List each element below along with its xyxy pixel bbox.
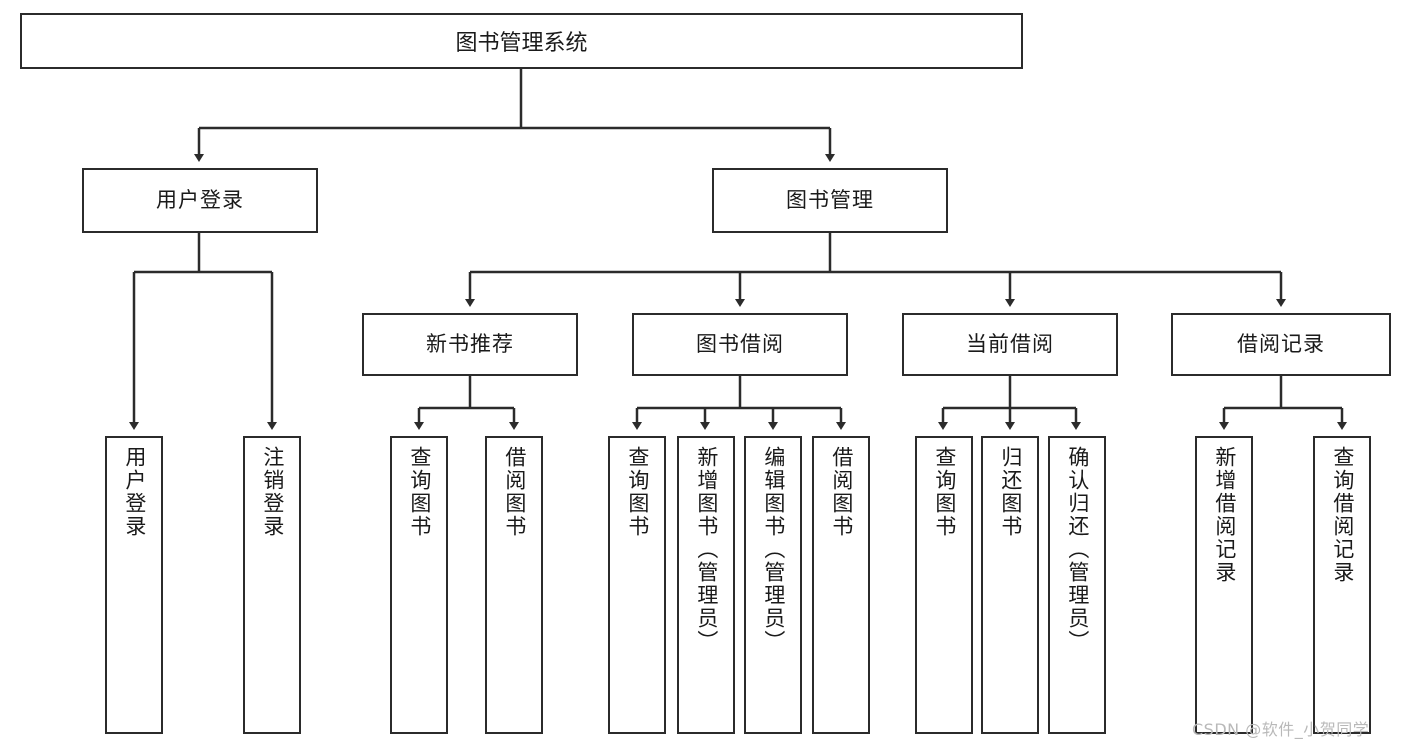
node-leaf-query-book-1[interactable]: 查询图书 xyxy=(390,436,448,734)
node-label: 用户登录 xyxy=(156,187,244,212)
node-label: 新增借阅记录 xyxy=(1212,446,1237,584)
node-label: 查询图书 xyxy=(625,446,650,538)
node-leaf-edit-book[interactable]: 编辑图书（管理员） xyxy=(744,436,802,734)
node-leaf-return-book[interactable]: 归还图书 xyxy=(981,436,1039,734)
node-book-management-system[interactable]: 图书管理系统 xyxy=(20,13,1023,69)
node-leaf-confirm-return[interactable]: 确认归还（管理员） xyxy=(1048,436,1106,734)
node-label: 图书管理系统 xyxy=(455,31,588,56)
node-leaf-user-login[interactable]: 用户登录 xyxy=(105,436,163,734)
node-label: 查询图书 xyxy=(932,446,957,538)
node-label: 新增图书（管理员） xyxy=(694,446,719,653)
node-leaf-query-book-3[interactable]: 查询图书 xyxy=(915,436,973,734)
node-leaf-borrow-book-1[interactable]: 借阅图书 xyxy=(485,436,543,734)
node-leaf-add-book[interactable]: 新增图书（管理员） xyxy=(677,436,735,734)
node-label: 确认归还（管理员） xyxy=(1065,446,1090,653)
node-leaf-add-record[interactable]: 新增借阅记录 xyxy=(1195,436,1253,734)
node-leaf-query-book-2[interactable]: 查询图书 xyxy=(608,436,666,734)
node-label: 图书借阅 xyxy=(696,331,784,356)
node-label: 编辑图书（管理员） xyxy=(761,446,786,653)
node-label: 当前借阅 xyxy=(966,331,1054,356)
node-leaf-query-record[interactable]: 查询借阅记录 xyxy=(1313,436,1371,734)
node-book-borrow[interactable]: 图书借阅 xyxy=(632,313,848,376)
node-label: 查询借阅记录 xyxy=(1330,446,1355,584)
node-borrow-record[interactable]: 借阅记录 xyxy=(1171,313,1391,376)
node-user-login[interactable]: 用户登录 xyxy=(82,168,318,233)
node-leaf-borrow-book-2[interactable]: 借阅图书 xyxy=(812,436,870,734)
node-label: 查询图书 xyxy=(407,446,432,538)
node-book-manage[interactable]: 图书管理 xyxy=(712,168,948,233)
node-label: 注销登录 xyxy=(260,446,285,538)
node-new-book-recommend[interactable]: 新书推荐 xyxy=(362,313,578,376)
node-current-borrow[interactable]: 当前借阅 xyxy=(902,313,1118,376)
node-leaf-logout[interactable]: 注销登录 xyxy=(243,436,301,734)
node-label: 借阅图书 xyxy=(829,446,854,538)
node-label: 归还图书 xyxy=(998,446,1023,538)
node-label: 借阅记录 xyxy=(1237,331,1325,356)
node-label: 新书推荐 xyxy=(426,331,514,356)
node-label: 借阅图书 xyxy=(502,446,527,538)
node-label: 用户登录 xyxy=(122,446,147,538)
node-label: 图书管理 xyxy=(786,187,874,212)
